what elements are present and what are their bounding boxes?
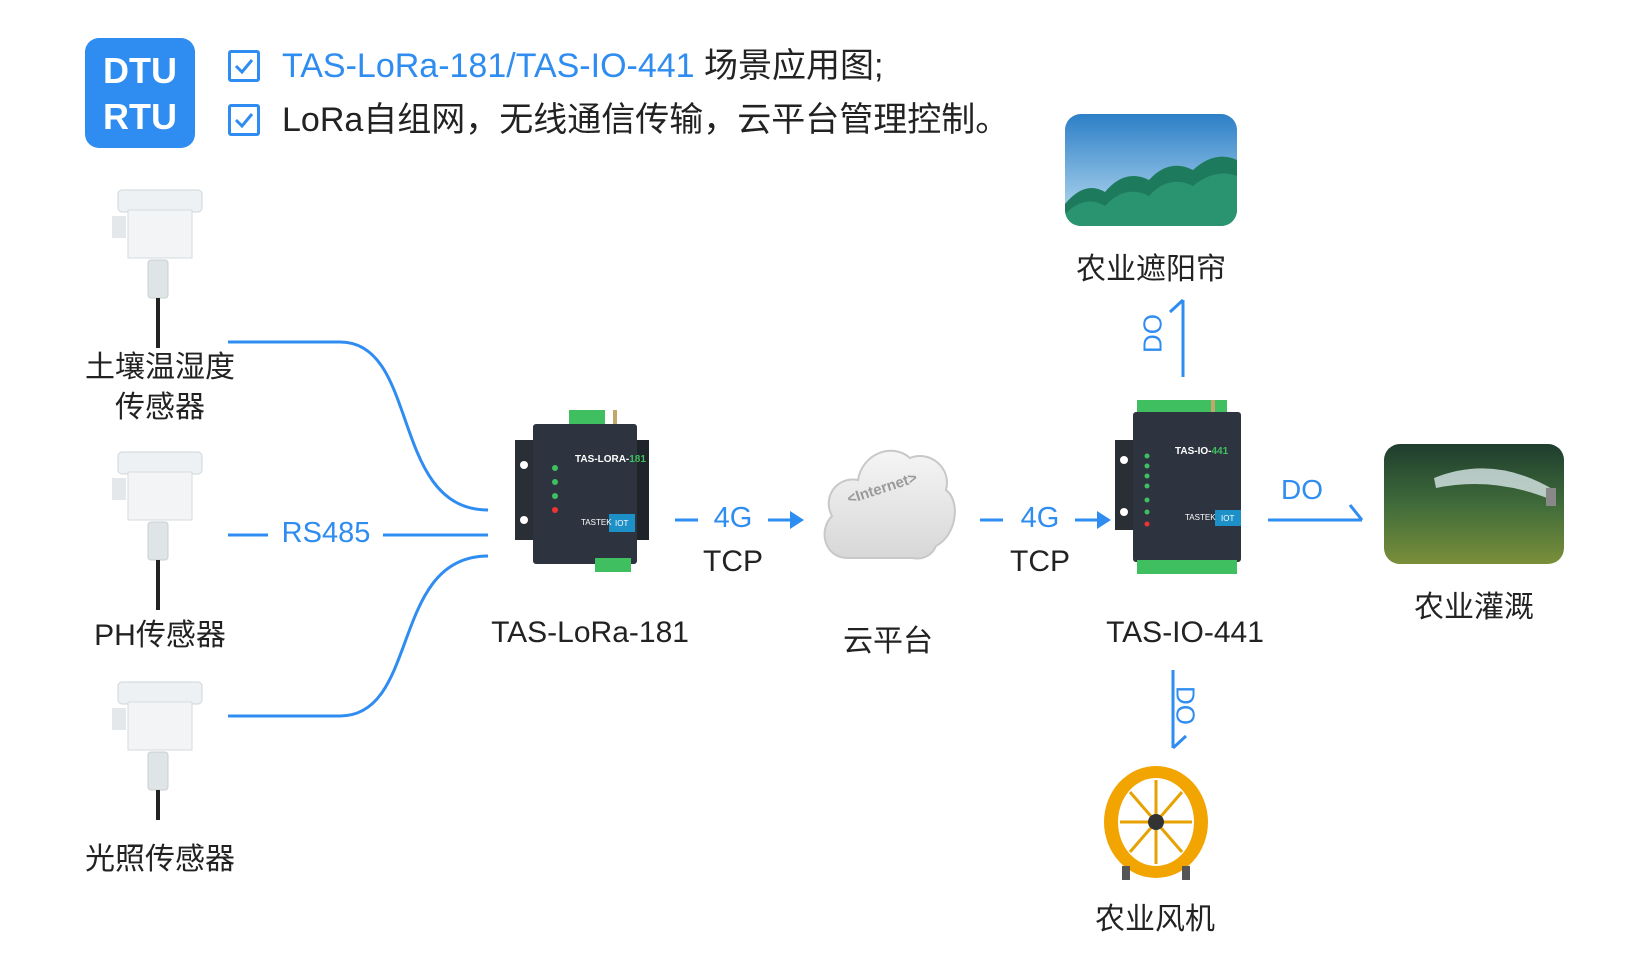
- dtu-rtu-badge: DTU RTU: [85, 38, 195, 148]
- soil-sensor-label: 土壤温湿度 传感器: [65, 348, 255, 428]
- link1-tcp-label: TCP: [703, 545, 763, 578]
- link2-tcp-label: TCP: [1010, 545, 1070, 578]
- link1-arrowhead: [790, 511, 804, 529]
- lora-panel-tag: IOT: [615, 519, 629, 528]
- link2-4g-label: 4G: [1020, 502, 1060, 534]
- lora-panel-model: 181: [629, 454, 646, 465]
- do-fan-tick: [1171, 734, 1188, 750]
- ph-sensor-label: PH传感器: [94, 619, 226, 652]
- shade-label: 农业遮阳帘: [1076, 253, 1226, 286]
- io-device: TAS-IO-441 TASTEK IOT: [1115, 400, 1255, 580]
- light-sensor-image: [112, 681, 203, 820]
- sensor3-line: [228, 554, 489, 718]
- ph-sensor-image: [112, 451, 203, 610]
- do-shade-label: DO: [1137, 314, 1168, 353]
- fan-label: 农业风机: [1095, 903, 1215, 936]
- checkbox-icon: [228, 104, 260, 136]
- bullet-2: LoRa自组网，无线通信传输，云平台管理控制。: [282, 100, 1009, 140]
- soil-sensor-image: [112, 189, 203, 348]
- link1-4g-label: 4G: [713, 502, 753, 534]
- soil-sensor-label-line1: 土壤温湿度: [85, 351, 235, 384]
- shade-image: [1065, 114, 1237, 226]
- lora-panel-brand: TASTEK: [581, 518, 612, 527]
- bullet-1-text: 场景应用图;: [694, 47, 884, 85]
- cloud-label: 云平台: [843, 625, 933, 658]
- checkbox-icon: [228, 50, 260, 82]
- do-irrigation-tick: [1348, 504, 1364, 521]
- lora-device-label: TAS-LoRa-181: [491, 616, 689, 649]
- bullet-1-highlight: TAS-LoRa-181/TAS-IO-441: [282, 47, 695, 85]
- irrigation-image: [1384, 444, 1564, 564]
- io-device-label: TAS-IO-441: [1106, 616, 1264, 649]
- fan-image: [1104, 766, 1208, 880]
- io-device-image: [1115, 400, 1241, 574]
- do-shade-tick: [1168, 298, 1185, 314]
- irrigation-label: 农业灌溉: [1414, 591, 1534, 624]
- io-panel-model: 441: [1211, 446, 1229, 457]
- sensor1-line: [228, 340, 489, 512]
- badge-line2: RTU: [103, 96, 177, 137]
- lora-device-image: [515, 410, 649, 572]
- light-sensor-label: 光照传感器: [85, 843, 235, 876]
- do-irrigation-label: DO: [1281, 474, 1323, 505]
- rs485-label: RS485: [281, 517, 371, 549]
- io-panel-tag: IOT: [1221, 514, 1235, 523]
- io-panel-brand: TASTEK: [1185, 513, 1216, 522]
- link2-arrowhead: [1097, 511, 1111, 529]
- lora-panel-title-text: TAS-LORA-: [575, 454, 630, 465]
- io-panel-title: TAS-IO-441: [1175, 446, 1228, 457]
- badge-line1: DTU: [103, 50, 177, 91]
- bullet-2-text: LoRa自组网，无线通信传输，云平台管理控制。: [282, 101, 1010, 139]
- lora-panel-title: TAS-LORA-181: [575, 454, 646, 465]
- cloud-icon: [823, 449, 956, 560]
- soil-sensor-label-line2: 传感器: [115, 391, 205, 424]
- io-panel-title-text: TAS-IO-: [1175, 446, 1212, 457]
- lora-device: TAS-LORA-181 TASTEK IOT: [515, 410, 655, 580]
- do-fan-label: DO: [1170, 686, 1201, 725]
- bullet-1: TAS-LoRa-181/TAS-IO-441 场景应用图;: [282, 46, 883, 86]
